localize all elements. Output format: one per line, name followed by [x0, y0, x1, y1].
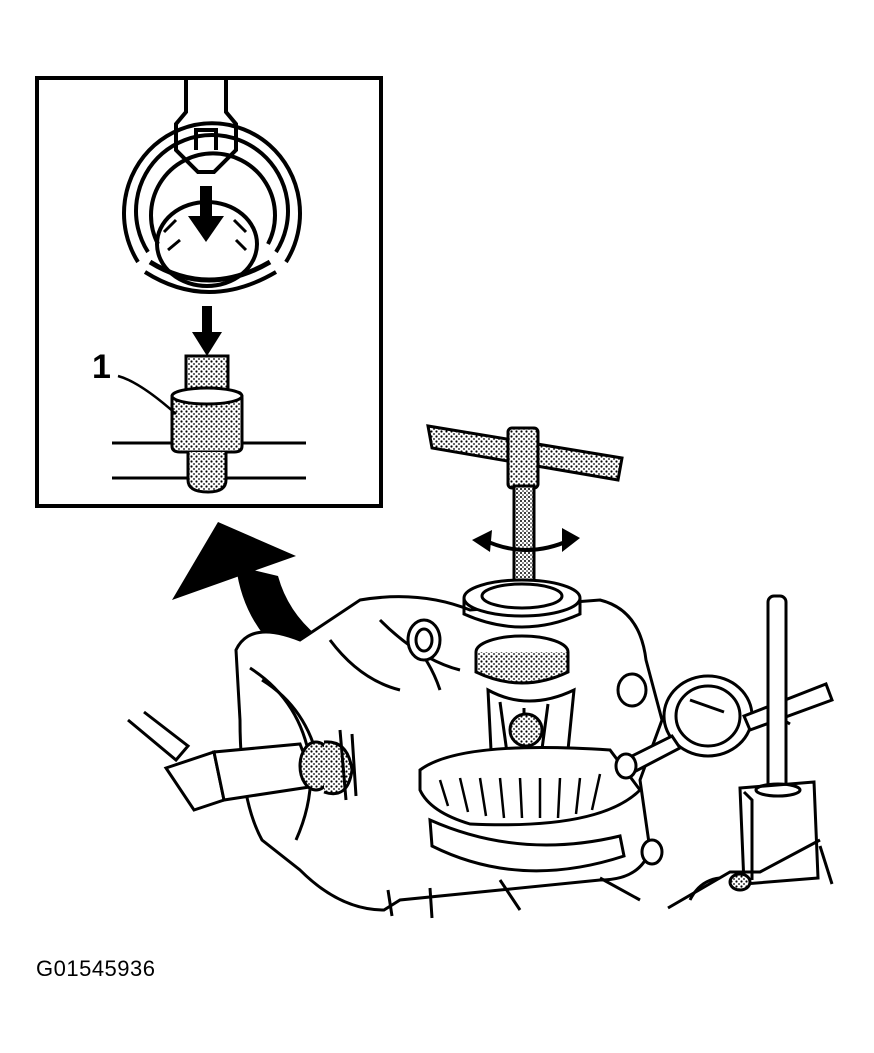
left-drive-shaft — [127, 710, 358, 812]
magnetic-stand — [667, 594, 834, 910]
detail-inset: 1 — [35, 76, 383, 508]
bearing-installer-tool — [170, 354, 244, 494]
figure-id: G01545936 — [36, 956, 156, 981]
down-arrow-icon — [192, 306, 222, 356]
down-arrow-icon — [188, 186, 224, 242]
bearing-rings — [122, 121, 302, 294]
ring-gear — [418, 746, 642, 873]
wrench-handle — [174, 80, 238, 174]
housing-bosses — [406, 618, 664, 866]
rotation-arrow-icon — [472, 528, 580, 552]
bearing-race-upper — [462, 578, 582, 629]
callout-1: 1 — [92, 348, 177, 415]
callout-label: 1 — [92, 348, 111, 386]
